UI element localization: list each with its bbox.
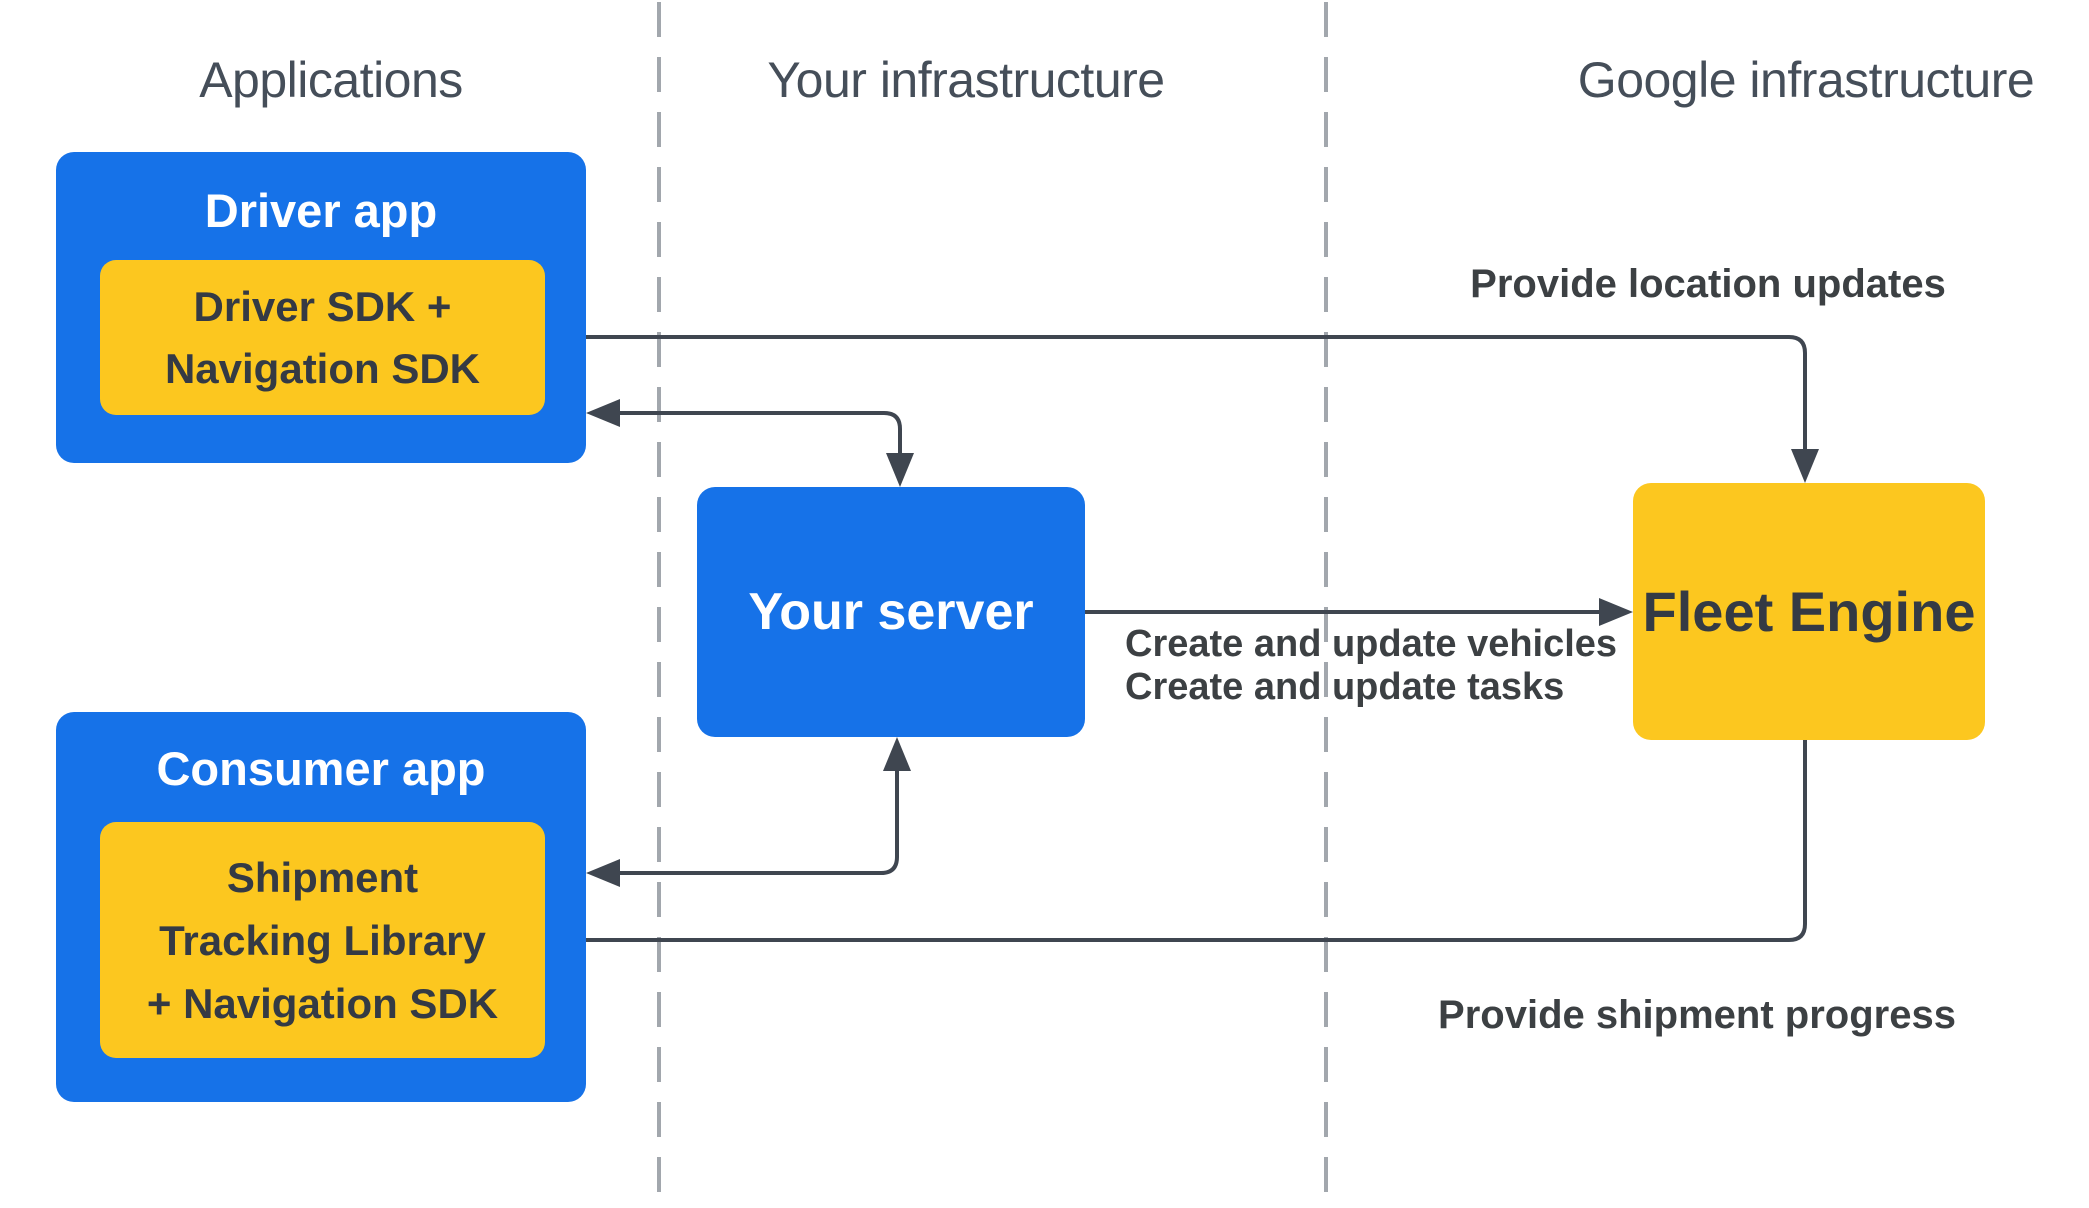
column-header-google-infrastructure: Google infrastructure <box>1577 52 2035 108</box>
provide-location-updates-label: Provide location updates <box>1470 262 1946 306</box>
consumer-app-box: Consumer app Shipment Tracking Library +… <box>56 712 586 1102</box>
column-header-applications: Applications <box>199 52 463 108</box>
arrowhead-into-fleet-engine-left <box>1599 598 1633 626</box>
driver-sdk-box: Driver SDK + Navigation SDK <box>100 260 545 415</box>
your-server-title: Your server <box>748 583 1034 641</box>
consumer-app-server-connector <box>619 771 899 875</box>
shipment-progress-connector <box>577 740 1807 942</box>
arrowhead-into-server-bottom <box>883 737 911 771</box>
fleet-engine-box: Fleet Engine <box>1633 483 1985 740</box>
shipment-library-line-2: Tracking Library <box>159 916 486 964</box>
driver-app-box: Driver app Driver SDK + Navigation SDK <box>56 152 586 463</box>
location-updates-connector <box>578 335 1807 449</box>
driver-sdk-line-1: Driver SDK + <box>193 282 452 330</box>
driver-app-title: Driver app <box>204 184 438 237</box>
arrowhead-into-driver-app <box>586 399 620 427</box>
column-header-your-infrastructure: Your infrastructure <box>767 52 1165 108</box>
shipment-tracking-library-box: Shipment Tracking Library + Navigation S… <box>100 822 545 1058</box>
shipment-library-line-1: Shipment <box>226 853 419 901</box>
provide-shipment-progress-label: Provide shipment progress <box>1438 993 1956 1037</box>
shipment-library-line-3: + Navigation SDK <box>146 979 499 1027</box>
create-update-label: Create and update vehicles Create and up… <box>1125 623 1617 709</box>
fleet-engine-title: Fleet Engine <box>1642 580 1976 643</box>
arrowhead-into-consumer-app <box>586 859 620 887</box>
create-update-label-line-2: Create and update tasks <box>1125 666 1565 708</box>
create-update-label-line-1: Create and update vehicles <box>1125 623 1618 665</box>
arrowhead-into-fleet-engine-top <box>1791 449 1819 483</box>
arrowhead-into-server-top <box>886 453 914 487</box>
driver-app-server-connector <box>619 411 902 453</box>
driver-sdk-line-2: Navigation SDK <box>164 344 481 392</box>
consumer-app-title: Consumer app <box>156 742 486 795</box>
your-server-box: Your server <box>697 487 1085 737</box>
